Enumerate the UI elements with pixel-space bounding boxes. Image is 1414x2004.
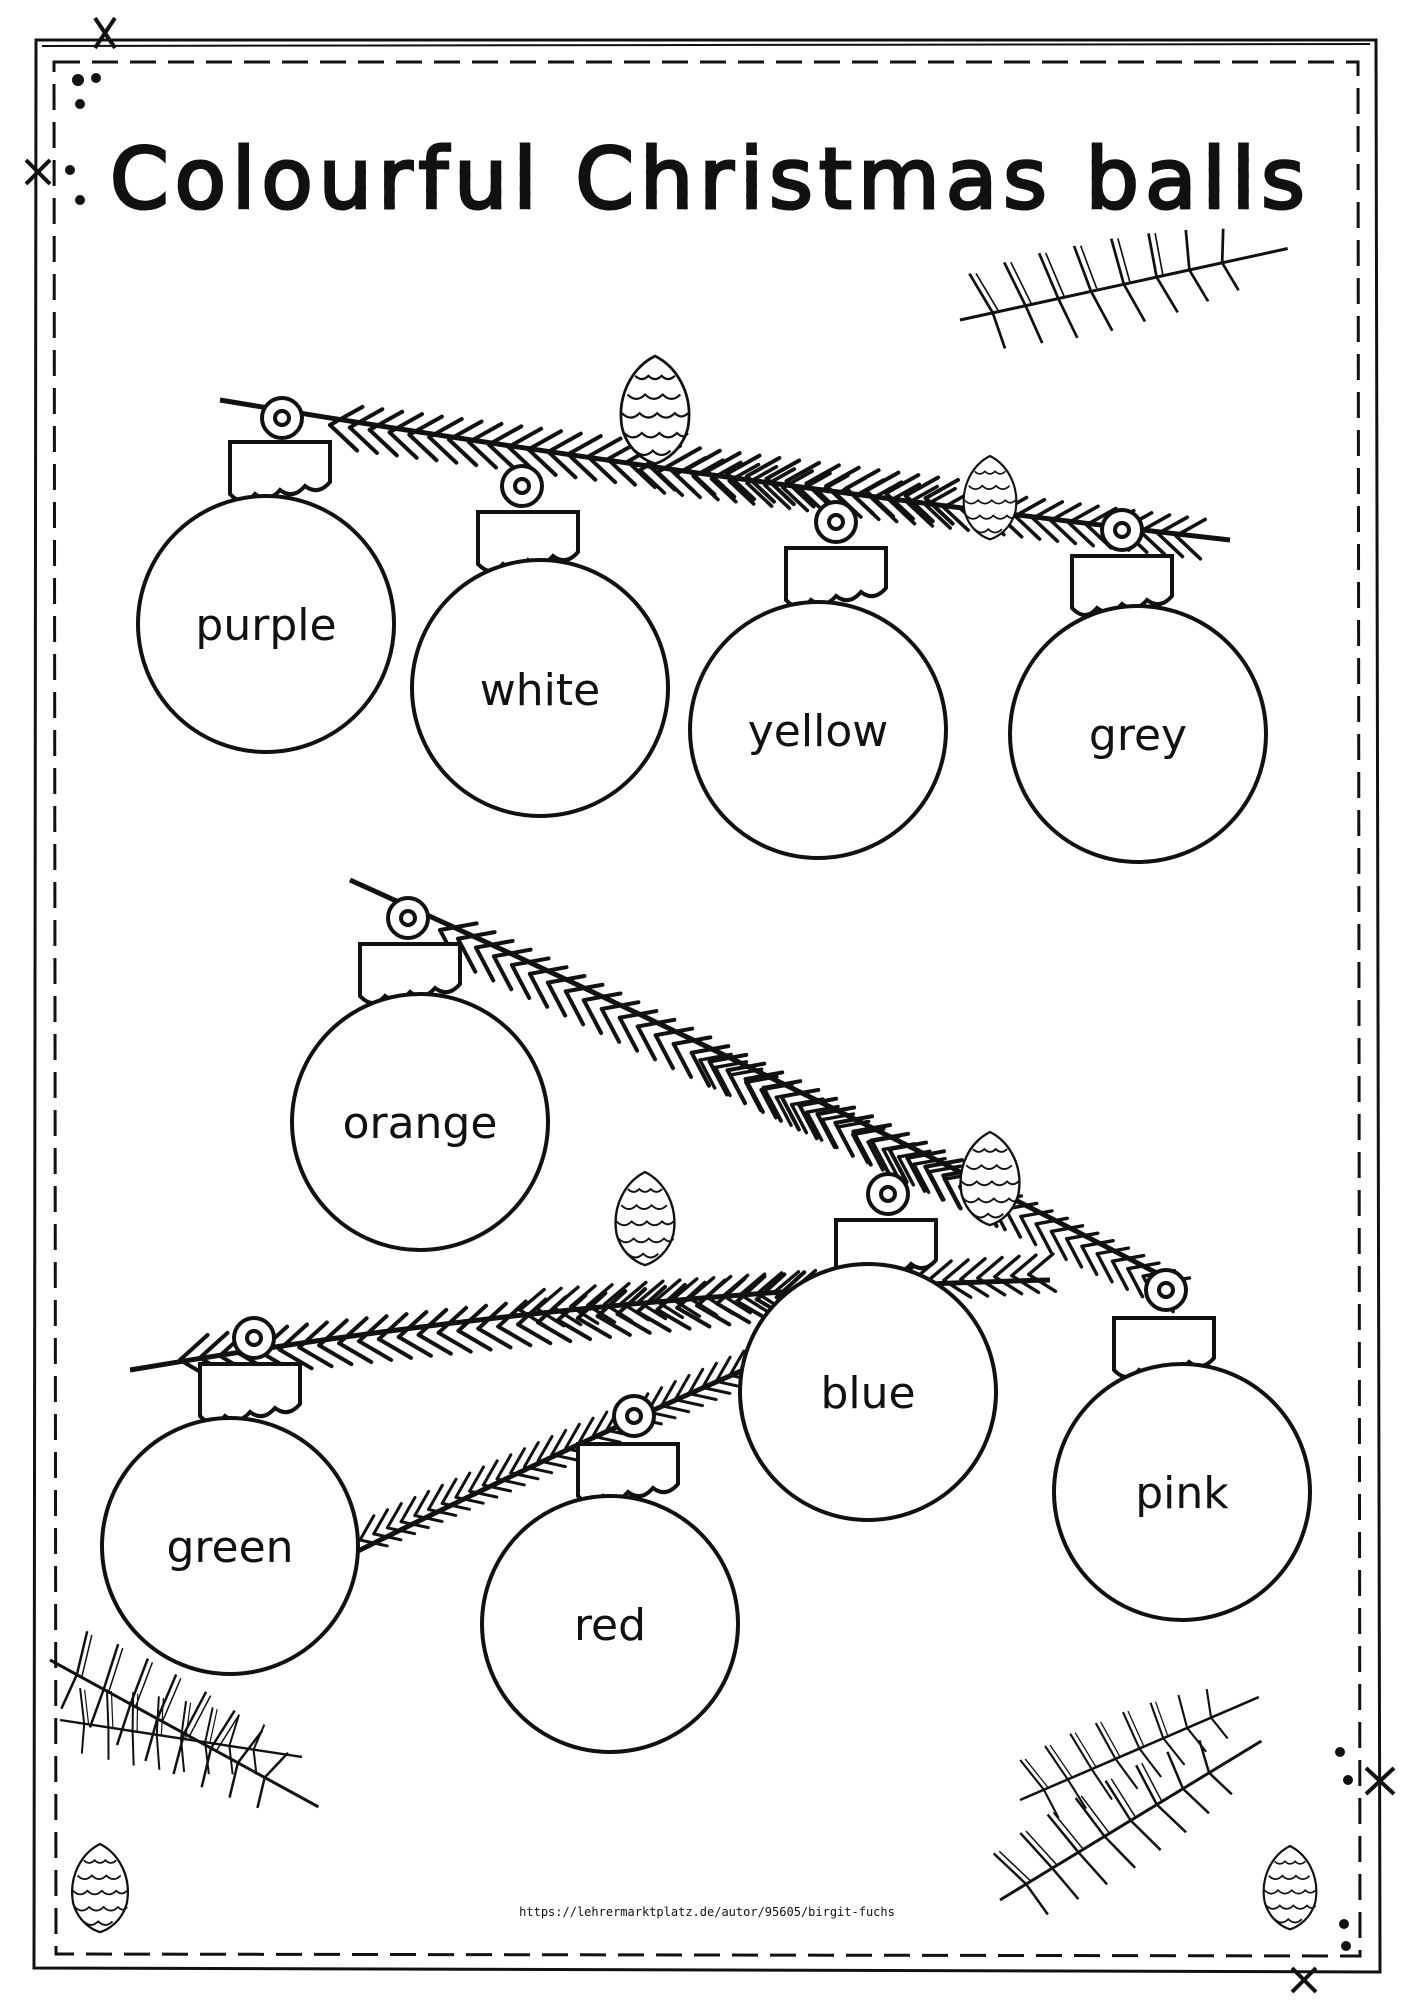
christmas-ball-yellow [688,500,948,860]
ball-label-green: green [166,1522,294,1573]
christmas-ball-pink [1052,1268,1312,1622]
pine-branch-middle [348,877,1192,1314]
christmas-ball-blue [738,1172,998,1522]
ball-label-yellow: yellow [747,706,889,757]
pine-branch-top [219,397,1231,561]
christmas-ball-purple [136,396,396,754]
ball-label-pink: pink [1135,1468,1229,1519]
ball-label-blue: blue [820,1368,916,1419]
christmas-ball-white [410,464,670,818]
ball-label-orange: orange [342,1098,498,1149]
corner-cross-icon [24,16,1396,1994]
ball-label-white: white [479,665,601,716]
corner-dots [65,73,1353,1951]
ball-label-purple: purple [195,600,337,651]
christmas-ball-red [480,1394,740,1754]
footer-url: https://lehrermarktplatz.de/autor/95605/… [519,1905,895,1919]
page-border [32,38,1382,1974]
christmas-ball-orange [290,896,550,1252]
pine-sprig-bottom-right [970,1677,1294,1930]
christmas-ball-grey [1008,508,1268,864]
christmas-ball-green [100,1316,360,1676]
page-title: Colourful Christmas balls [109,129,1310,250]
ball-label-red: red [573,1600,647,1651]
ball-label-grey: grey [1088,710,1188,761]
christmas-balls [100,396,1312,1754]
